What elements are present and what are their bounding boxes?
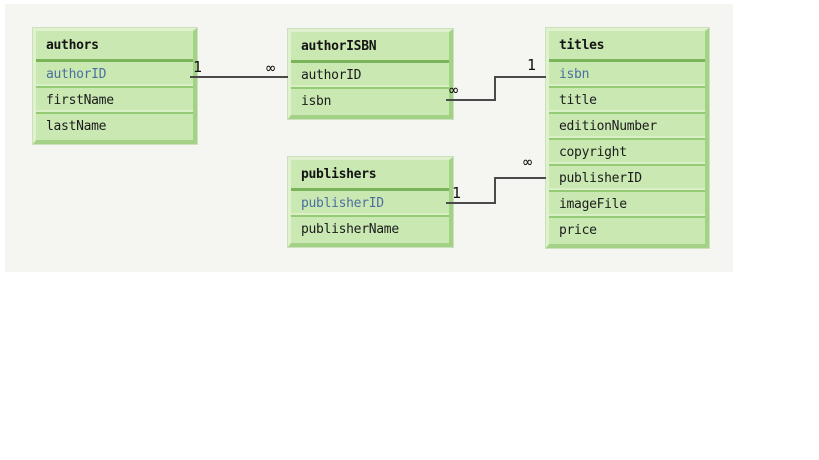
cardinality-label-titles-one: 1 [527,56,537,74]
cardinality-label-authorISBN-many-2: ∞ [449,81,459,99]
relationship-line-publishers-titles-elbow [494,177,496,204]
relationship-line-authorISBN-titles-elbow [494,76,496,101]
cardinality-label-authorISBN-many: ∞ [266,59,276,77]
relationship-line-authors-authorISBN [190,76,288,78]
cardinality-label-authors-one: 1 [193,58,203,76]
field-authorISBN-authorID: authorID [291,63,449,89]
field-titles-isbn: isbn [549,62,705,88]
relationship-line-authorISBN-titles-lower [446,99,496,101]
relationship-line-publishers-titles-lower [446,202,496,204]
table-titles: titles isbn title editionNumber copyrigh… [546,28,709,248]
field-titles-publisherID: publisherID [549,166,705,192]
field-titles-editionNumber: editionNumber [549,114,705,140]
field-authors-lastName: lastName [46,119,107,134]
cardinality-label-titles-many: ∞ [523,153,533,171]
cardinality-label-publishers-one: 1 [452,184,462,202]
field-titles-copyright: copyright [549,140,705,166]
field-publishers-publisherName: publisherName [301,222,399,237]
relationship-line-publishers-titles-upper [494,177,546,179]
field-publishers-publisherID: publisherID [291,191,449,217]
table-publishers-title: publishers [291,160,449,191]
table-publishers: publishers publisherID publisherName [288,157,453,247]
field-authors-firstName: firstName [36,88,193,114]
field-titles-imageFile: imageFile [549,192,705,218]
table-titles-title: titles [549,31,705,62]
table-authorISBN-title: authorISBN [291,32,449,63]
table-authors-title: authors [36,31,193,62]
field-authorISBN-isbn: isbn [301,94,332,109]
field-authors-authorID: authorID [36,62,193,88]
relationship-line-authorISBN-titles-upper [494,76,546,78]
table-authorISBN: authorISBN authorID isbn [288,29,453,119]
field-titles-title: title [549,88,705,114]
field-titles-price: price [559,223,597,238]
table-authors: authors authorID firstName lastName [33,28,197,144]
